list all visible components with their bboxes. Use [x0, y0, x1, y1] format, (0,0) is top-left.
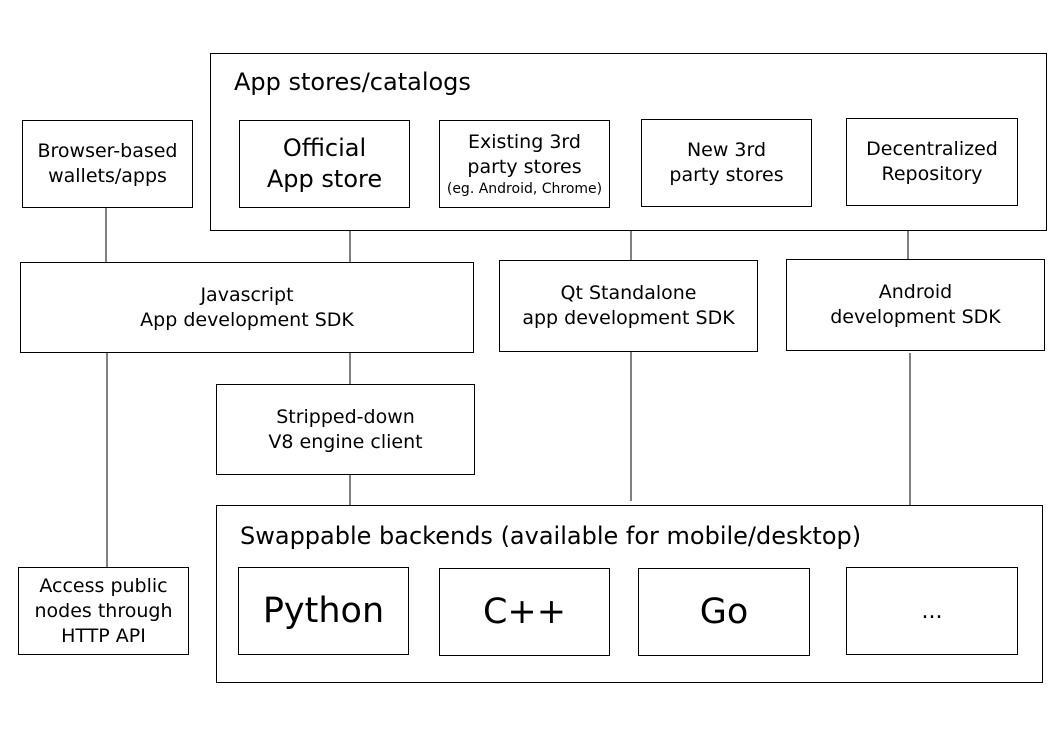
- official-app-store-label-2: App store: [266, 165, 383, 193]
- android-sdk-label-2: development SDK: [830, 306, 1001, 328]
- v8-client-box: Stripped-down V8 engine client: [216, 384, 475, 475]
- public-nodes-box: Access public nodes through HTTP API: [18, 567, 189, 655]
- browser-wallets-label-2: wallets/apps: [48, 165, 167, 187]
- qt-sdk-label-2: app development SDK: [522, 307, 735, 329]
- backend-more-box: ...: [846, 567, 1018, 655]
- existing-stores-label-1: Existing 3rd: [468, 131, 581, 153]
- decentralized-repo-label-1: Decentralized: [866, 138, 998, 160]
- javascript-sdk-label-2: App development SDK: [140, 308, 354, 331]
- javascript-sdk-label-1: Javascript: [200, 283, 294, 306]
- backend-go-label: Go: [699, 592, 749, 632]
- android-sdk-label-1: Android: [878, 281, 953, 303]
- backend-more-label: ...: [921, 598, 943, 624]
- public-nodes-label-1: Access public: [39, 574, 168, 597]
- backends-title: Swappable backends (available for mobile…: [240, 522, 862, 550]
- backend-cpp-box: C++: [439, 568, 610, 656]
- backend-go-box: Go: [638, 568, 810, 656]
- official-app-store-label-1: Official: [282, 134, 367, 162]
- public-nodes-label-3: HTTP API: [61, 624, 146, 647]
- backend-python-box: Python: [238, 567, 409, 655]
- decentralized-repo-label-2: Repository: [881, 163, 983, 185]
- android-sdk-box: Android development SDK: [786, 259, 1045, 351]
- javascript-sdk-box: Javascript App development SDK: [20, 262, 474, 353]
- backend-python-label: Python: [262, 591, 385, 631]
- v8-client-label-2: V8 engine client: [268, 430, 423, 453]
- official-app-store-box: Official App store: [239, 120, 410, 208]
- decentralized-repo-box: Decentralized Repository: [846, 118, 1018, 206]
- browser-wallets-box: Browser-based wallets/apps: [22, 120, 193, 208]
- existing-stores-label-2: party stores: [467, 156, 582, 178]
- browser-wallets-label-1: Browser-based: [37, 140, 178, 162]
- new-stores-box: New 3rd party stores: [641, 119, 812, 207]
- existing-stores-box: Existing 3rd party stores (eg. Android, …: [439, 120, 610, 208]
- v8-client-label-1: Stripped-down: [276, 405, 415, 428]
- existing-stores-note: (eg. Android, Chrome): [446, 181, 603, 197]
- new-stores-label-1: New 3rd: [686, 139, 767, 161]
- qt-sdk-label-1: Qt Standalone: [560, 282, 697, 304]
- qt-sdk-box: Qt Standalone app development SDK: [499, 260, 758, 352]
- app-stores-title: App stores/catalogs: [234, 68, 471, 96]
- new-stores-label-2: party stores: [669, 164, 784, 186]
- public-nodes-label-2: nodes through: [34, 599, 173, 622]
- backend-cpp-label: C++: [482, 592, 567, 632]
